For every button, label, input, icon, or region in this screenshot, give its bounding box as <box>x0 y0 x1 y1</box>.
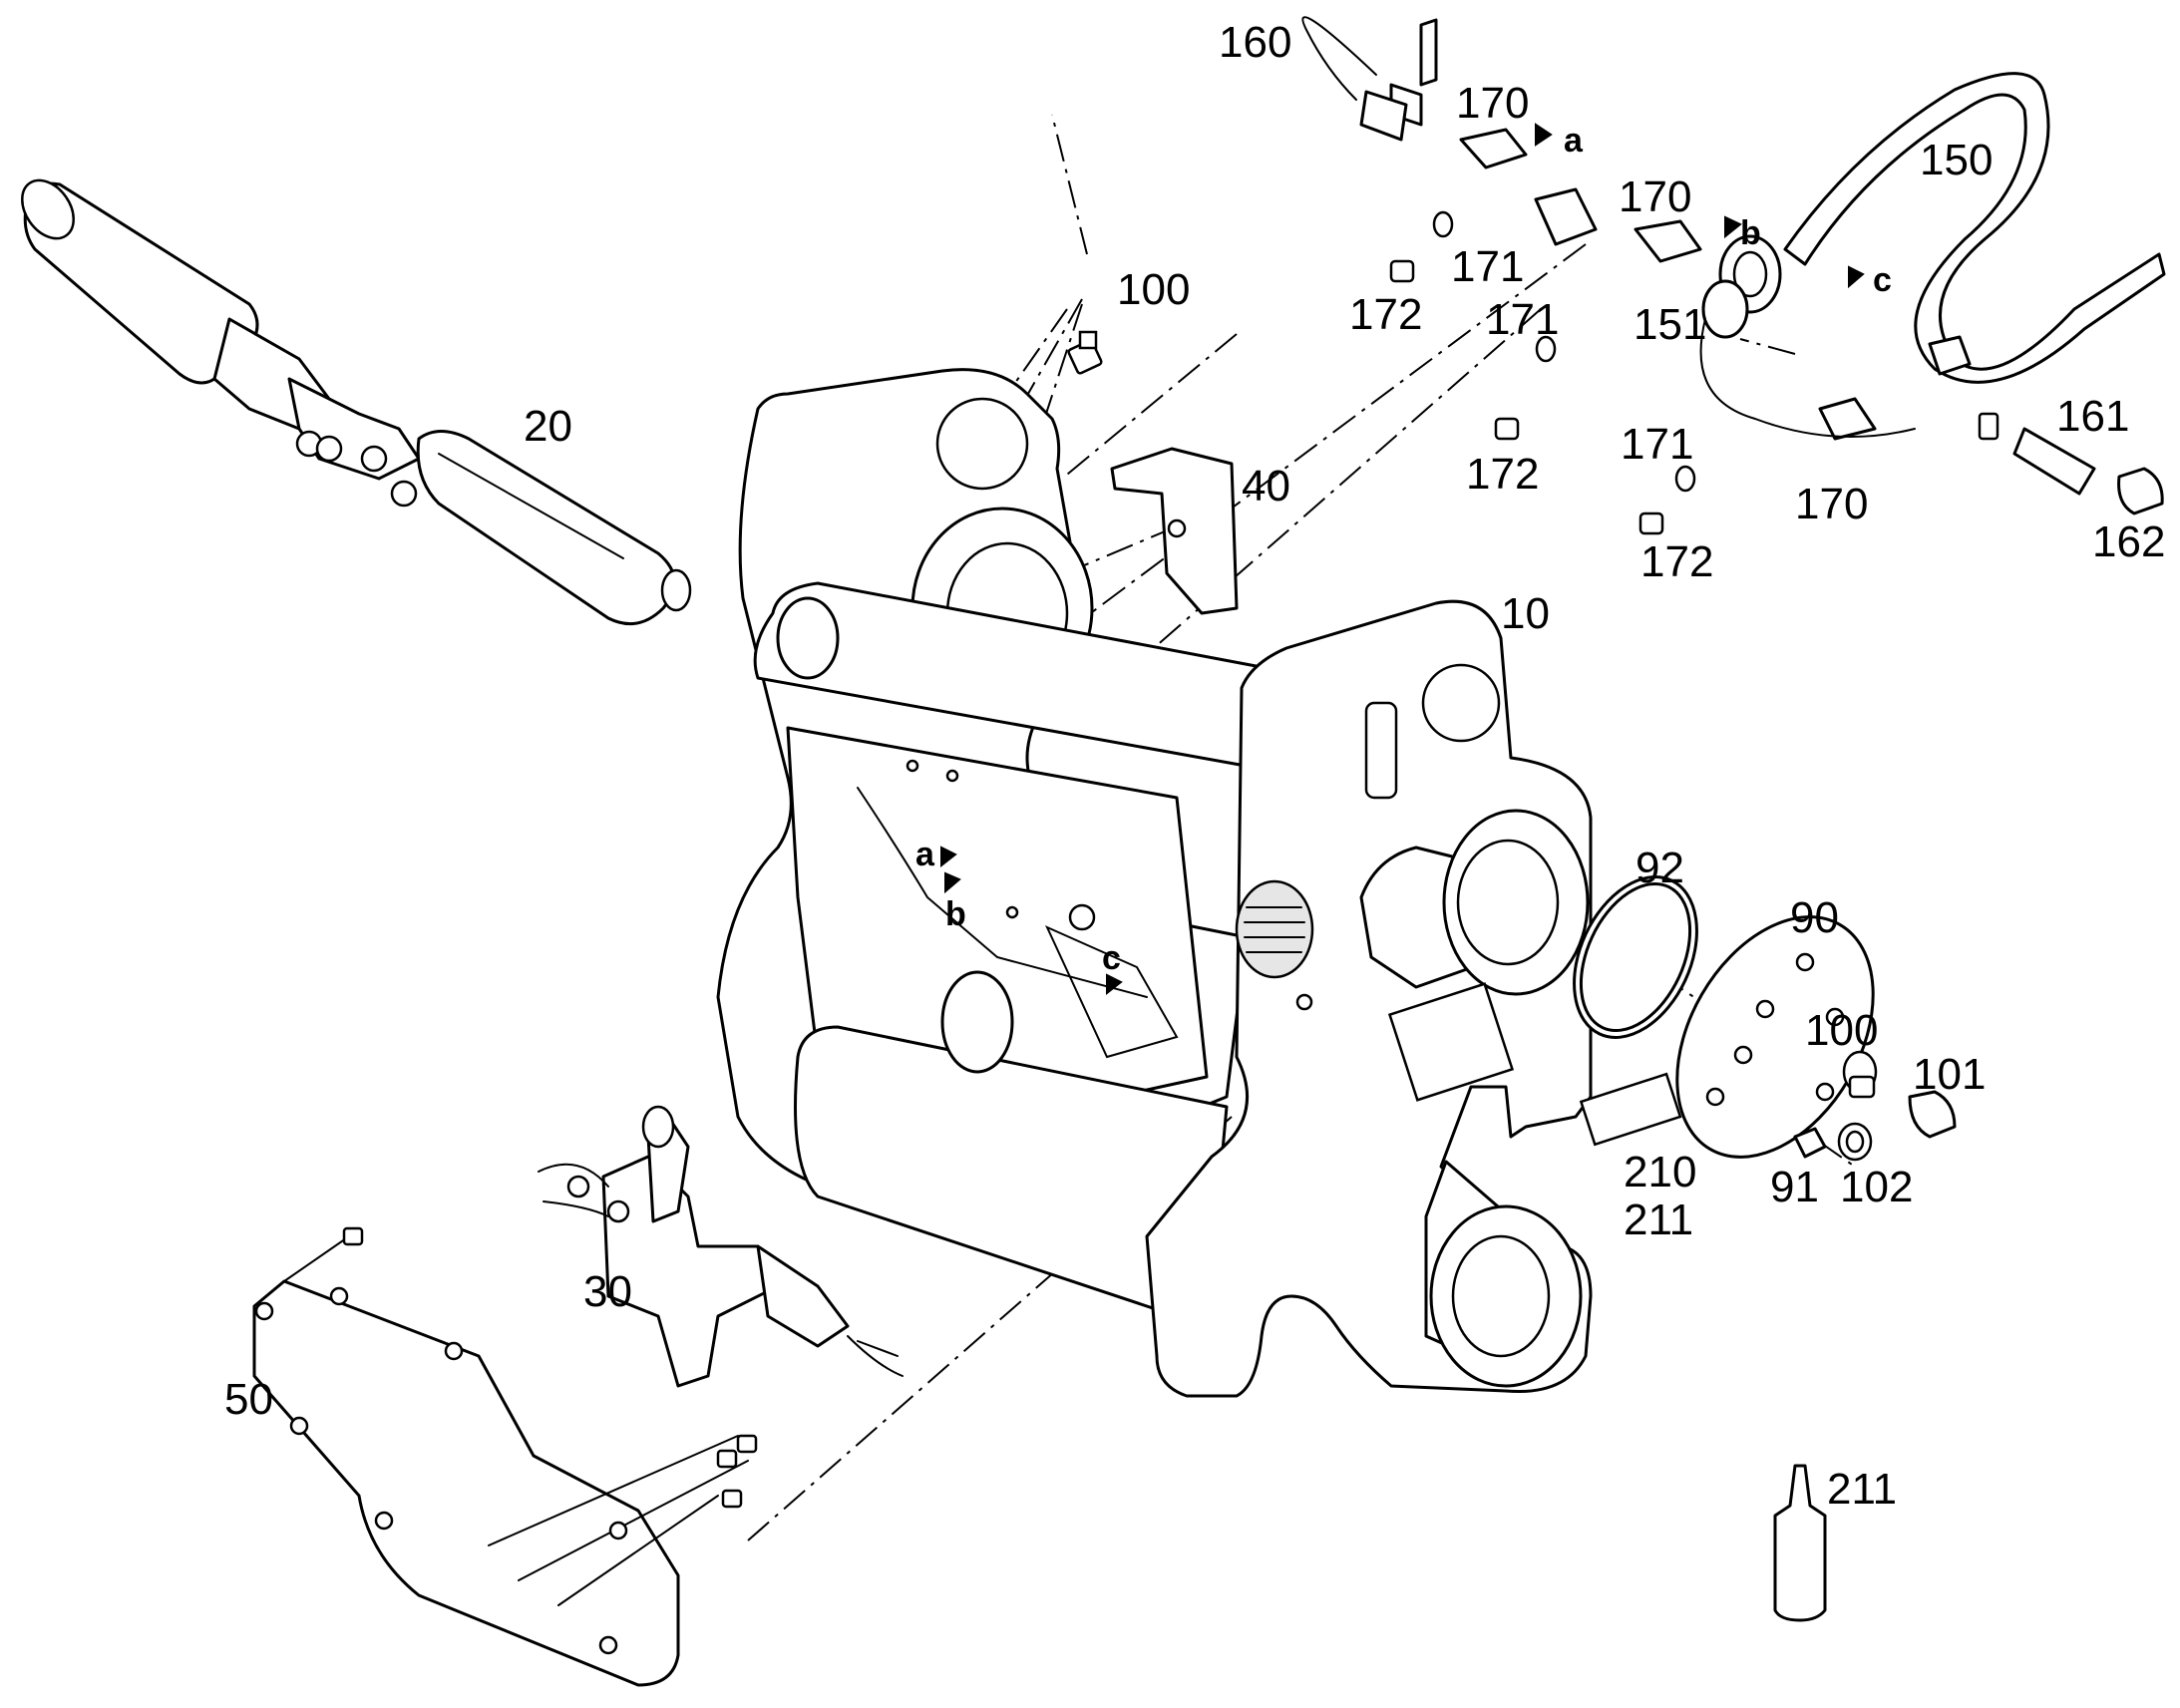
plug-100-101 <box>1842 1050 1957 1139</box>
bracket-40 <box>1110 447 1239 615</box>
callout-10: 10 <box>1501 589 1550 638</box>
callout-92: 92 <box>1635 844 1684 892</box>
callout-171: 171 <box>1621 420 1693 469</box>
adhesive-bottle-211 <box>1773 1464 1827 1622</box>
callout-102: 102 <box>1840 1163 1913 1211</box>
callout-172: 172 <box>1640 537 1713 586</box>
callout-151: 151 <box>1634 300 1706 349</box>
o-ring-92 <box>1573 875 1698 1039</box>
callout-101: 101 <box>1913 1050 1986 1099</box>
callout-211: 211 <box>1827 1465 1897 1514</box>
callout-91: 91 <box>1770 1163 1819 1211</box>
ref-letter-a: a <box>1564 122 1584 160</box>
screws-172 <box>1389 259 1664 535</box>
reference-letter-labels: a b c a b c <box>915 122 1892 977</box>
callout-211: 211 <box>1624 1196 1693 1244</box>
sensor-cable-160 <box>1301 16 1438 142</box>
control-valve-30 <box>538 1105 904 1388</box>
screw-91 <box>1793 1127 1827 1159</box>
ref-letter-c: c <box>1873 261 1892 299</box>
ref-letter-a: a <box>915 836 935 873</box>
callout-171: 171 <box>1486 295 1559 344</box>
callout-170: 170 <box>1619 172 1691 221</box>
callout-170: 170 <box>1456 79 1529 128</box>
callout-40: 40 <box>1242 462 1290 511</box>
plug-102 <box>1837 1122 1873 1162</box>
ref-letter-b: b <box>945 895 966 933</box>
callout-172: 172 <box>1349 290 1422 339</box>
callout-170: 170 <box>1795 480 1868 528</box>
main-frame-10 <box>716 368 1682 1398</box>
cap-162 <box>2117 467 2164 515</box>
callout-210: 210 <box>1624 1148 1696 1196</box>
connector-161 <box>1928 335 2096 496</box>
callout-150: 150 <box>1920 136 1993 184</box>
cover-plate-50 <box>252 1226 758 1687</box>
callout-160: 160 <box>1219 18 1291 67</box>
ref-letter-c: c <box>1102 939 1121 977</box>
callout-100: 100 <box>1805 1006 1878 1055</box>
callout-100: 100 <box>1117 265 1190 314</box>
hose-150 <box>1783 72 2166 384</box>
reference-arrows <box>940 123 1865 996</box>
brackets-170 <box>1459 128 1877 441</box>
callout-171: 171 <box>1451 242 1524 291</box>
callout-172: 172 <box>1466 450 1539 499</box>
callout-50: 50 <box>224 1375 273 1424</box>
callout-30: 30 <box>583 1267 632 1316</box>
washers-171 <box>1432 210 1696 493</box>
bolt-100-top <box>1067 330 1103 375</box>
callout-161: 161 <box>2056 392 2129 441</box>
callout-90: 90 <box>1790 893 1839 942</box>
fitting-151 <box>1699 234 1916 438</box>
ref-letter-b: b <box>1740 214 1761 252</box>
callout-162: 162 <box>2092 517 2165 566</box>
hydraulic-cylinder-20 <box>21 178 692 626</box>
callout-20: 20 <box>524 402 572 451</box>
callout-labels: 160 170 170 170 150 171 171 171 172 172 … <box>224 18 2165 1514</box>
